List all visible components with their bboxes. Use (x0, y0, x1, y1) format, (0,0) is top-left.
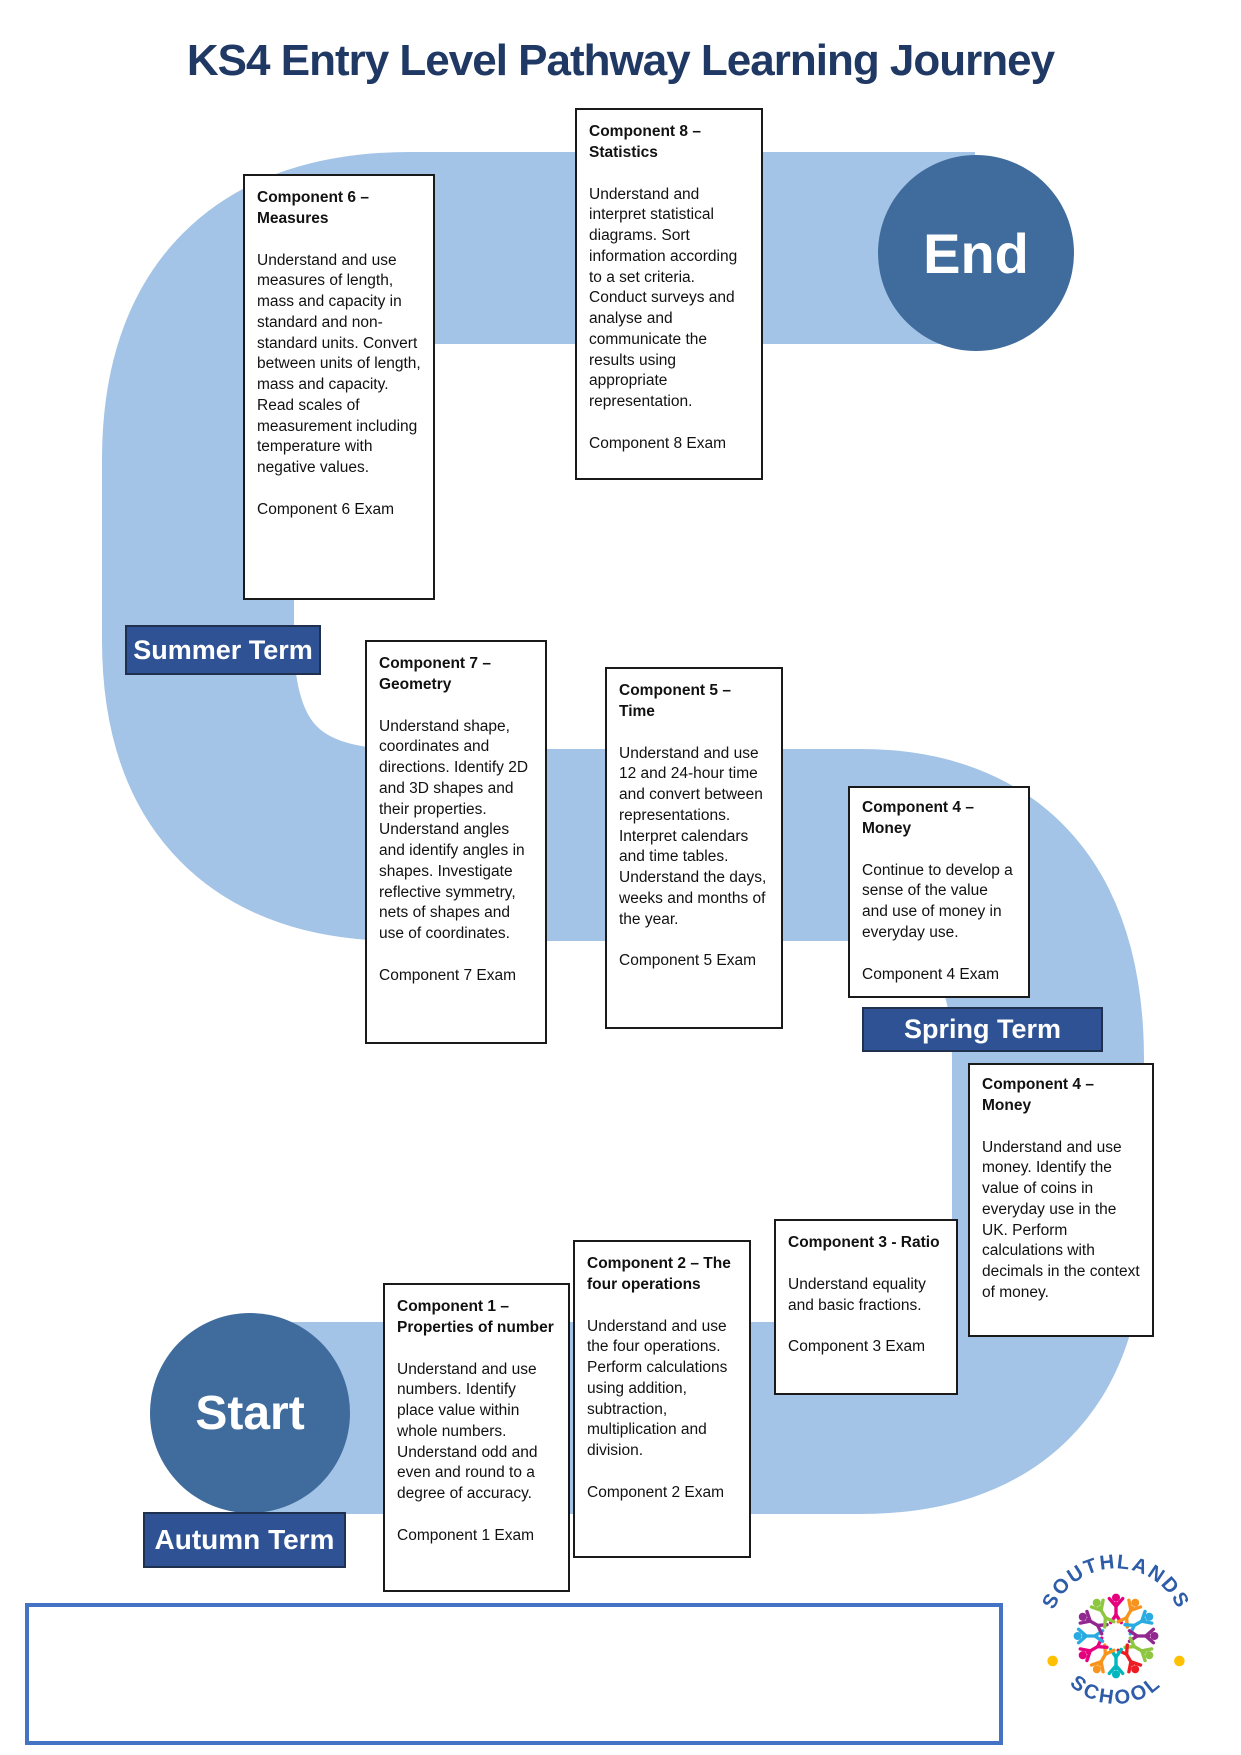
component-4-spring-title: Component 4 – Money (862, 799, 974, 837)
component-4-money-box: Component 4 – Money Understand and use m… (968, 1063, 1154, 1337)
component-2-body: Understand and use the four operations. … (587, 1317, 728, 1460)
component-5-box: Component 5 – Time Understand and use 12… (605, 667, 783, 1029)
component-1-box: Component 1 – Properties of number Under… (383, 1283, 570, 1592)
term-label-spring: Spring Term (862, 1007, 1103, 1052)
term-label-autumn: Autumn Term (143, 1512, 346, 1568)
component-3-exam: Component 3 Exam (788, 1338, 925, 1356)
component-4-money-spring-box: Component 4 – Money Continue to develop … (848, 786, 1030, 998)
component-6-exam: Component 6 Exam (257, 500, 394, 518)
component-5-title: Component 5 – Time (619, 682, 731, 720)
end-node: End (878, 155, 1074, 351)
component-7-title: Component 7 – Geometry (379, 655, 491, 693)
term-label-spring-text: Spring Term (903, 1014, 1062, 1044)
component-6-box: Component 6 – Measures Understand and us… (243, 174, 435, 600)
component-8-body: Understand and interpret statistical dia… (589, 185, 738, 411)
component-3-box: Component 3 - Ratio Understand equality … (774, 1219, 958, 1395)
component-7-body: Understand shape, coordinates and direct… (379, 717, 529, 943)
component-5-exam: Component 5 Exam (619, 952, 756, 970)
component-8-box: Component 8 – Statistics Understand and … (575, 108, 763, 480)
component-2-exam: Component 2 Exam (587, 1483, 724, 1501)
term-label-autumn-text: Autumn Term (154, 1524, 335, 1555)
southlands-logo-svg: SOUTHLANDS SCHOOL (1038, 1551, 1191, 1709)
term-label-summer-text: Summer Term (133, 634, 313, 665)
component-2-box: Component 2 – The four operations Unders… (573, 1240, 751, 1558)
component-4-body: Understand and use money. Identify the v… (982, 1138, 1140, 1301)
people-ring-icon (1071, 1591, 1161, 1681)
component-2-title: Component 2 – The four operations (587, 1255, 731, 1293)
start-node-label: Start (195, 1386, 305, 1440)
end-node-label: End (923, 221, 1029, 285)
start-node: Start (150, 1313, 350, 1513)
logo-left-dot (1047, 1655, 1058, 1667)
southlands-school-logo: SOUTHLANDS SCHOOL (1020, 1540, 1212, 1732)
term-label-summer: Summer Term (125, 625, 321, 675)
component-3-title: Component 3 - Ratio (788, 1234, 940, 1251)
component-1-title: Component 1 – Properties of number (397, 1298, 554, 1336)
component-4-spring-body: Continue to develop a sense of the value… (862, 861, 1013, 941)
component-6-body: Understand and use measures of length, m… (257, 251, 421, 477)
component-6-title: Component 6 – Measures (257, 189, 369, 227)
component-7-box: Component 7 – Geometry Understand shape,… (365, 640, 547, 1044)
component-4-title: Component 4 – Money (982, 1076, 1094, 1114)
component-8-exam: Component 8 Exam (589, 434, 726, 452)
component-5-body: Understand and use 12 and 24-hour time a… (619, 744, 767, 928)
component-1-exam: Component 1 Exam (397, 1526, 534, 1544)
component-8-title: Component 8 – Statistics (589, 123, 701, 161)
logo-right-dot (1174, 1655, 1185, 1667)
component-4-spring-exam: Component 4 Exam (862, 965, 999, 983)
component-7-exam: Component 7 Exam (379, 966, 516, 984)
bottom-note-box (25, 1603, 1003, 1745)
component-3-body: Understand equality and basic fractions. (788, 1275, 926, 1314)
page-title: KS4 Entry Level Pathway Learning Journey (186, 36, 1055, 85)
component-1-body: Understand and use numbers. Identify pla… (397, 1360, 538, 1503)
